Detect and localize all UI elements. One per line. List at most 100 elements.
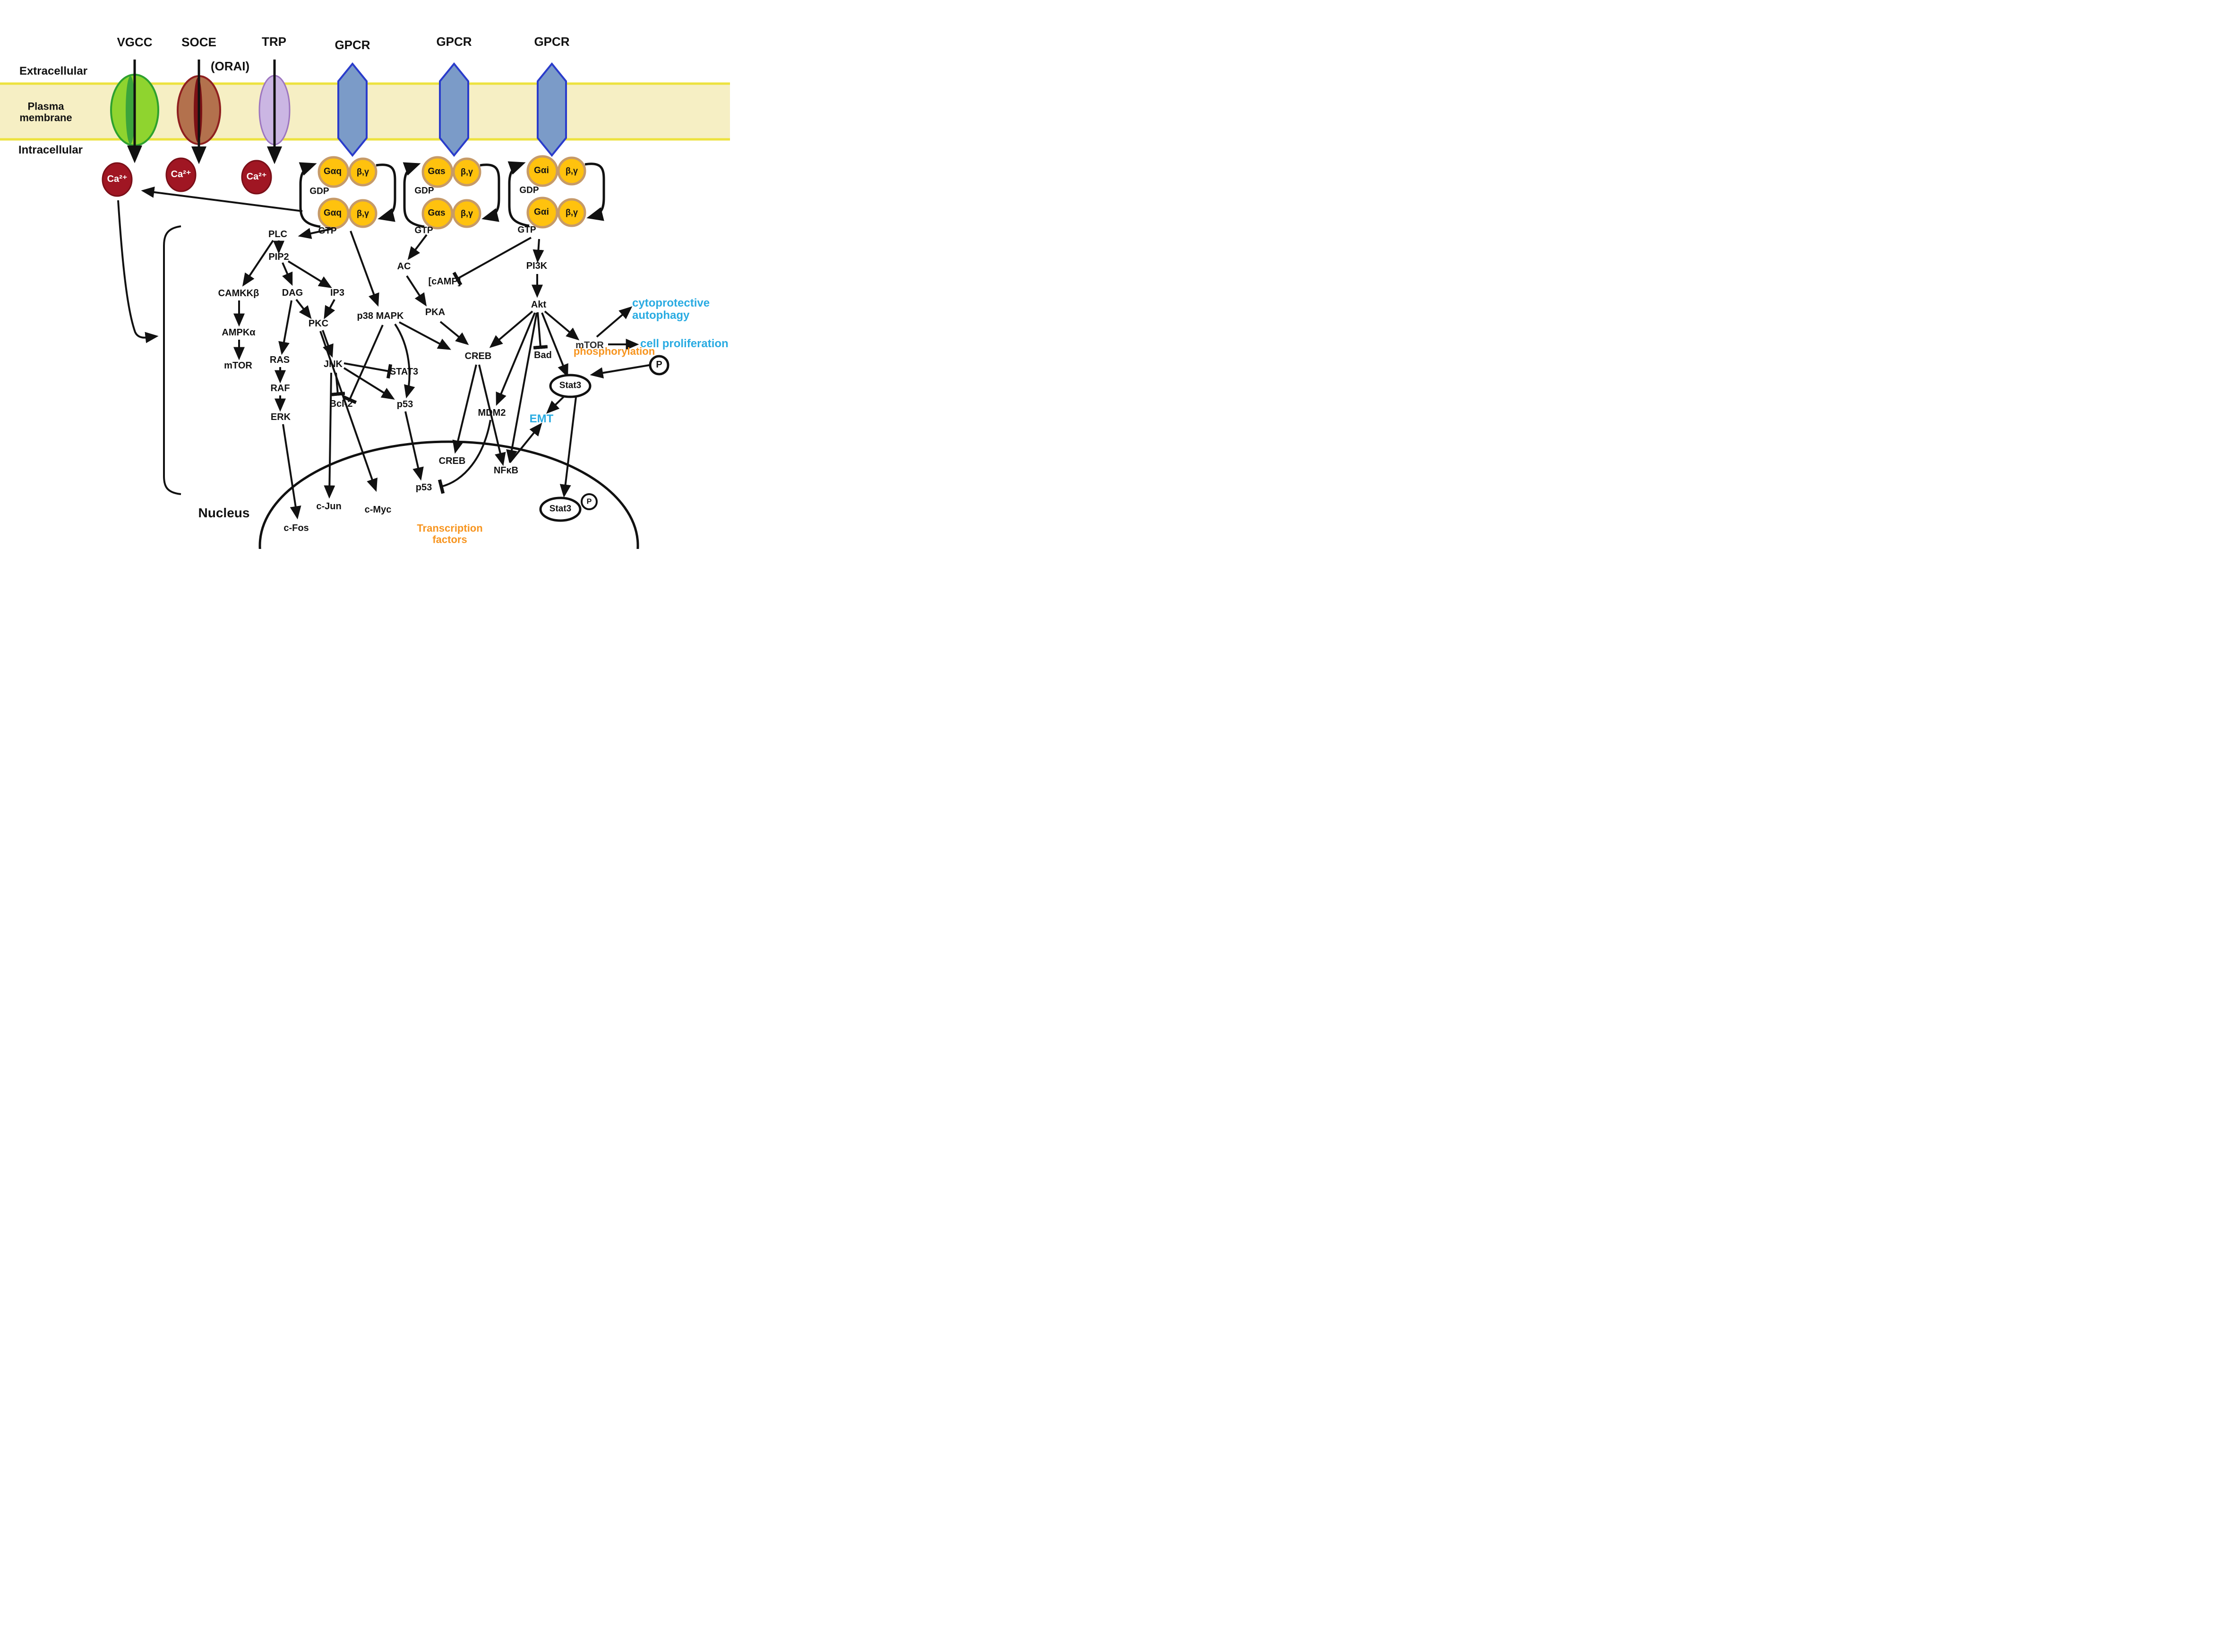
node-stat3-nuc: Stat3: [549, 504, 572, 514]
arrow-gq-p38: [350, 231, 379, 307]
tbar-gi-camp: [452, 237, 532, 286]
node-cfos: c-Fos: [283, 523, 309, 534]
label-bg-s-gtp: β,γ: [461, 208, 473, 218]
node-plc: PLC: [268, 229, 287, 240]
tbar-jnk-stat3: [343, 362, 393, 379]
label-gtp-i: GTP: [517, 225, 536, 235]
arrow-akt-creb: [489, 310, 533, 348]
node-ac: AC: [397, 261, 411, 272]
node-erk: ERK: [270, 412, 291, 423]
arrow-gi-pi3k: [532, 239, 544, 263]
arrow-creb-nfkb: [478, 364, 506, 466]
arrow-creb-crebnuc: [452, 364, 477, 454]
label-ca-1: Ca²⁺: [107, 174, 128, 185]
node-stat3-inhibited: STAT3: [389, 367, 419, 377]
node-raf: RAF: [270, 383, 290, 394]
arrow-ip3-pkc: [324, 299, 335, 319]
ca-ion-2: [165, 157, 197, 192]
label-phosphate-right: P: [656, 360, 662, 370]
label-emt: EMT: [529, 412, 554, 426]
ca-ion-3: [241, 160, 272, 195]
arrow-p-stat3: [590, 364, 650, 379]
node-pip2: PIP2: [268, 252, 289, 263]
arrow-plc-camkkb: [242, 240, 274, 287]
label-gtp-s: GTP: [414, 225, 433, 236]
label-gdp-q: GDP: [309, 186, 329, 197]
arrow-stat3-stat3nuc: [559, 397, 577, 498]
node-p53-nuc: p53: [415, 482, 432, 493]
pathway-arrows: [117, 60, 650, 520]
stat3-nuc-oval: [539, 496, 582, 522]
label-nucleus: Nucleus: [198, 505, 250, 520]
label-bg-i-gtp: β,γ: [566, 207, 578, 217]
gpcr-hexagon-2: [439, 62, 469, 157]
label-gpcr-2: GPCR: [436, 34, 472, 49]
arrow-erk-cfos: [282, 424, 301, 520]
label-phosphorylation: phosphorylation: [573, 345, 655, 358]
arrow-jnk-p53: [343, 367, 395, 400]
label-gas-gdp: Gαs: [428, 166, 446, 177]
label-ca-3: Ca²⁺: [246, 171, 267, 182]
node-mtor-left: mTOR: [224, 360, 252, 371]
arrow-pip2-ip3: [287, 260, 332, 288]
label-cytoprotective-autophagy: cytoprotective autophagy: [632, 297, 710, 322]
node-p38-mapk: p38 MAPK: [357, 311, 404, 322]
gpcr-hexagon-1: [337, 62, 368, 157]
label-gas-gtp: Gαs: [428, 208, 446, 218]
tbar-akt-bad: [533, 312, 548, 350]
node-mdm2: MDM2: [478, 408, 506, 419]
node-ampka: AMPKα: [222, 327, 256, 338]
node-ip3: IP3: [330, 288, 345, 299]
arrow-dag-ras: [278, 300, 292, 355]
node-ras: RAS: [269, 355, 290, 366]
arrow-p53-p53nuc: [404, 411, 424, 481]
label-intracellular: Intracellular: [18, 144, 83, 157]
phosphate-circle-nuc: [581, 493, 598, 510]
node-pkc: PKC: [308, 318, 329, 329]
label-gai-gdp: Gαi: [534, 165, 549, 176]
label-gdp-i: GDP: [519, 185, 539, 196]
g-protein-circles: [318, 155, 586, 230]
label-phosphate-nuc: P: [586, 497, 592, 506]
arrow-gq-plc: [298, 228, 333, 239]
g-protein-cycle-arrows: [299, 161, 605, 228]
node-bad: Bad: [534, 350, 552, 361]
arrow-pka-creb: [439, 321, 469, 345]
label-plasma-membrane: Plasma membrane: [19, 100, 72, 123]
label-soce: SOCE: [181, 34, 216, 49]
node-pi3k: PI3K: [526, 261, 548, 272]
arrow-dag-pkc: [295, 299, 312, 319]
node-cjun: c-Jun: [316, 501, 342, 512]
label-gai-gtp: Gαi: [534, 207, 549, 217]
gpcr-hexagon-3: [537, 62, 567, 157]
node-stat3-cyto: Stat3: [559, 380, 582, 391]
phosphate-circle-right: [649, 355, 670, 376]
arrow-stat3-emt: [546, 395, 565, 414]
arrow-gs-ac: [407, 234, 428, 260]
node-creb-cyto: CREB: [464, 351, 492, 362]
arrow-ac-pka: [406, 275, 427, 307]
label-bg-q-gdp: β,γ: [357, 167, 369, 177]
pathway-group-bracket: [163, 225, 181, 495]
node-mtor-right: mTOR: [575, 340, 604, 351]
nucleus-outline: [258, 440, 639, 549]
label-transcription-factors: Transcription factors: [417, 522, 483, 545]
label-gpcr-1: GPCR: [335, 37, 370, 52]
calcium-ions: [102, 157, 272, 197]
arrow-mtor-autophagy: [596, 306, 633, 338]
tbar-p38-bcl2: [342, 325, 384, 404]
arrow-jnk-cjun: [324, 372, 335, 499]
node-pka: PKA: [425, 307, 446, 318]
tbar-mdm2-p53nuc: [438, 419, 491, 494]
arrow-akt-nfkb: [506, 312, 538, 463]
diagram-graphics: [0, 60, 730, 549]
label-vgcc: VGCC: [117, 34, 153, 49]
node-camp: [cAMP]: [428, 276, 461, 287]
stat3-cyto-oval: [549, 374, 592, 398]
node-bcl2: Bcl-2: [329, 399, 353, 410]
node-camkkb: CAMKKβ: [218, 288, 259, 299]
arrow-p38-creb: [399, 321, 451, 350]
node-akt: Akt: [531, 300, 547, 310]
label-orai: (ORAI): [210, 59, 250, 73]
label-bg-i-gdp: β,γ: [566, 166, 578, 176]
